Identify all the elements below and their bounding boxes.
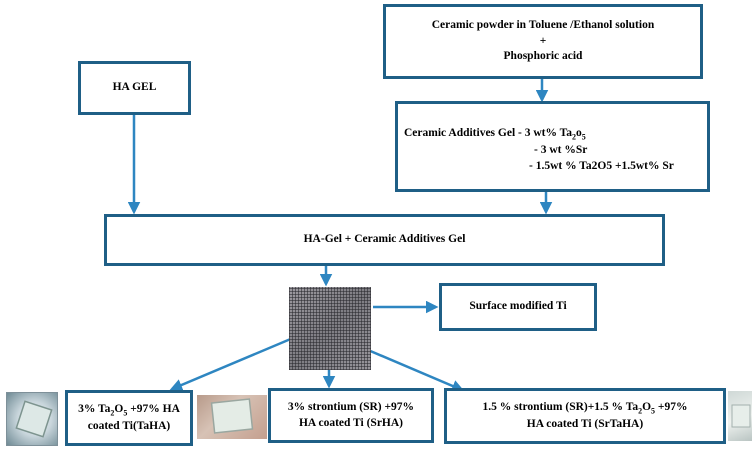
surface-modified-box: Surface modified Ti <box>439 283 597 331</box>
additives-sub-1: 2 <box>572 132 577 142</box>
taha-sample-shape <box>15 400 53 438</box>
precursor-solution-box: Ceramic powder in Toluene /Ethanol solut… <box>383 4 703 79</box>
srtaha-box: 1.5 % strontium (SR)+1.5 % Ta2O5 +97% HA… <box>444 388 726 444</box>
srtaha-pre: 1.5 % strontium (SR)+1.5 % Ta <box>482 400 639 413</box>
additives-line-1: Ceramic Additives Gel - 3 wt% Ta2o5 <box>404 126 707 143</box>
srtaha-sub-1: 2 <box>638 405 643 415</box>
srha-sample-photo <box>197 395 267 439</box>
srtaha-mid: O <box>642 400 652 413</box>
combined-gel-label: HA-Gel + Ceramic Additives Gel <box>303 233 466 246</box>
taha-line-2: coated Ti(TaHA) <box>87 419 171 432</box>
additives-line-2: - 3 wt %Sr <box>534 144 588 157</box>
taha-box: 3% Ta2O5 +97% HA coated Ti(TaHA) <box>65 390 193 446</box>
precursor-line-3: Phosphoric acid <box>503 50 583 63</box>
taha-pre: 3% Ta <box>78 402 111 415</box>
srtaha-line-1: 1.5 % strontium (SR)+1.5 % Ta2O5 +97% <box>483 400 688 417</box>
taha-sub-1: 2 <box>110 407 115 417</box>
srtaha-sample-photo <box>728 391 752 441</box>
ha-gel-label: HA GEL <box>112 81 157 94</box>
taha-line-1: 3% Ta2O5 +97% HA <box>78 402 180 419</box>
taha-mid: O <box>114 402 124 415</box>
ceramic-additives-box: Ceramic Additives Gel - 3 wt% Ta2o5 - 3 … <box>395 101 710 192</box>
srtaha-sub-2: 5 <box>651 405 656 415</box>
surface-modified-label: Surface modified Ti <box>469 300 567 313</box>
srtaha-line-2: HA coated Ti (SrTaHA) <box>526 417 644 430</box>
precursor-line-1: Ceramic powder in Toluene /Ethanol solut… <box>431 19 655 32</box>
additives-line-1-text: Ceramic Additives Gel - 3 wt% Ta <box>404 127 573 139</box>
srtaha-sample-shape <box>731 404 751 428</box>
arrow-mesh-to-taha <box>169 336 294 391</box>
srha-line-2: HA coated Ti (SrHA) <box>298 416 404 429</box>
additives-sub-2: 5 <box>581 132 586 142</box>
additives-line-3: - 1.5wt % Ta2O5 +1.5wt% Sr <box>529 159 674 172</box>
precursor-line-2: + <box>539 34 547 47</box>
taha-sample-photo <box>6 392 58 446</box>
titanium-mesh-image <box>289 287 371 370</box>
taha-post: +97% HA <box>127 402 180 415</box>
srha-line-1: 3% strontium (SR) +97% <box>287 400 415 413</box>
srha-sample-shape <box>210 398 254 434</box>
srha-box: 3% strontium (SR) +97% HA coated Ti (SrH… <box>268 388 434 443</box>
additives-line-1-mid: o <box>576 127 582 139</box>
combined-gel-box: HA-Gel + Ceramic Additives Gel <box>104 214 665 266</box>
ha-gel-box: HA GEL <box>78 61 191 115</box>
taha-sub-2: 5 <box>123 407 128 417</box>
arrow-mesh-to-srtaha <box>367 348 465 392</box>
srtaha-post: +97% <box>655 400 688 413</box>
